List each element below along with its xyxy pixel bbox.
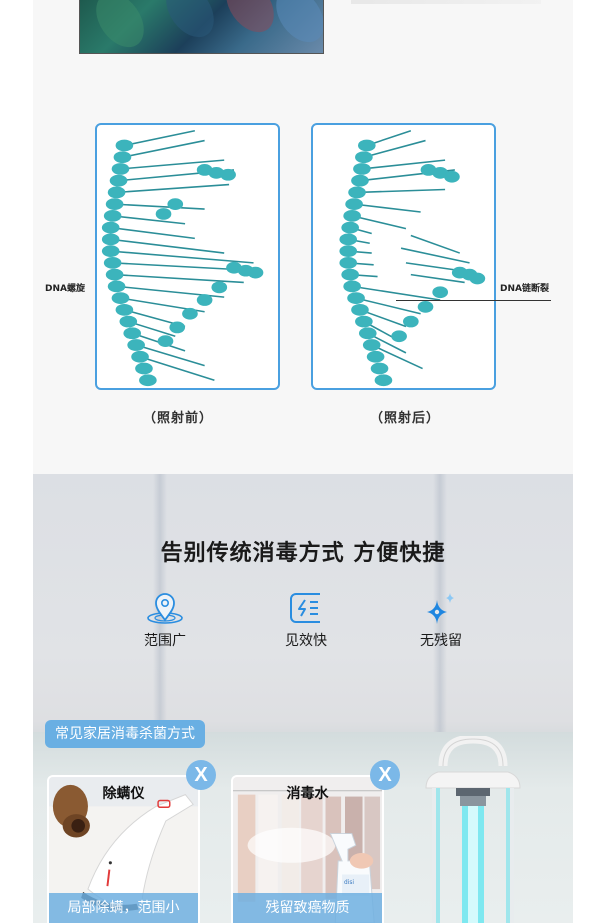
section-title: 告别传统消毒方式 方便快捷 [160,541,446,566]
card-caption: 局部除螨，范围小 [49,893,198,923]
method-card-disinfectant: disi 消毒水 残留致癌物质 [231,775,384,923]
dna-after-image [311,123,496,390]
dna-before-image [95,123,280,390]
pointer-line [396,300,551,301]
card-caption: 残留致癌物质 [233,893,382,923]
feature-fast-effect: 见效快 [261,590,351,650]
method-card-mite-remover: 除螨仪 局部除螨，范围小 [47,775,200,923]
x-mark-icon: X [370,760,400,790]
common-methods-tag: 常见家居消毒杀菌方式 [45,720,205,748]
faded-text-line [351,0,541,4]
lightning-speed-icon [290,593,320,623]
feature-label: 范围广 [144,633,186,649]
dna-helix-label: DNA螺旋 [45,284,85,294]
disinfection-methods-section: 告别传统消毒方式 方便快捷 范围广 见效快 [33,474,573,923]
caption-after: （照射后） [370,411,441,426]
card-title: 消毒水 [286,786,329,802]
svg-text:disi: disi [344,880,354,886]
card-title: 除螨仪 [102,786,145,802]
feature-label: 无残留 [420,633,462,649]
microscopic-image [79,0,324,54]
dna-break-label: DNA链断裂 [500,284,549,294]
caption-before: （照射前） [143,411,214,426]
background-pillar [433,474,447,734]
sparkle-icon [427,593,454,624]
broken-dna-helix-icon [339,130,486,387]
feature-wide-range: 范围广 [120,590,210,650]
uv-lamp-image [425,736,521,923]
feature-no-residue: 无残留 [396,590,486,650]
x-mark-icon: X [186,760,216,790]
dna-comparison-section: DNA螺旋 [33,0,573,474]
feature-label: 见效快 [285,633,327,649]
location-pin-icon [147,593,183,624]
dna-helix-icon [101,130,264,387]
